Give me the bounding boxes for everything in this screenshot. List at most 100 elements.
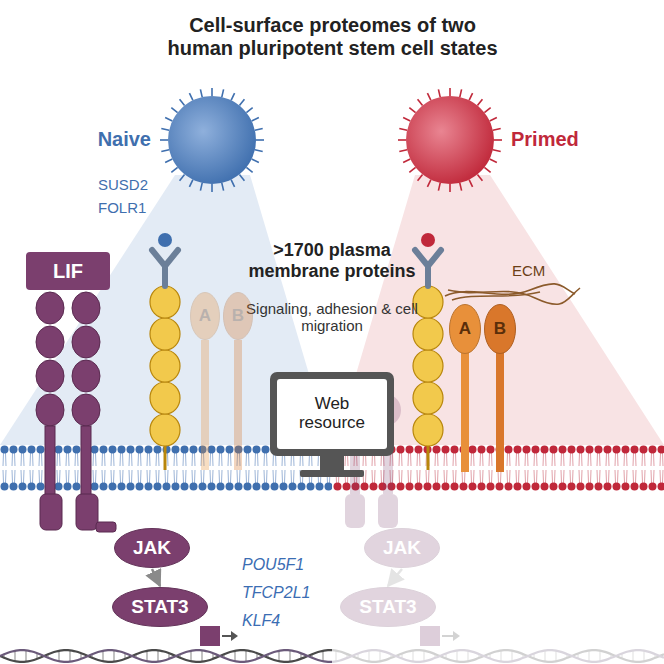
faded-integrin: B — [223, 292, 253, 340]
dna-rung — [456, 650, 457, 661]
primed-cell: Primed — [405, 95, 495, 185]
cell-spike — [449, 184, 451, 192]
cell-spike — [484, 108, 490, 113]
cell-spike — [252, 117, 259, 120]
dna-rung — [412, 650, 413, 661]
cell-body — [406, 96, 494, 184]
box-fill — [26, 252, 110, 290]
dna-strand — [0, 650, 332, 662]
dna-rung — [69, 650, 70, 662]
dna-rung — [14, 651, 15, 662]
cell-spike — [493, 150, 501, 152]
monitor-screen-area — [277, 379, 387, 449]
lif-receptor — [36, 292, 116, 532]
naive-cell-outline — [167, 95, 257, 185]
node-label: STAT3 — [131, 597, 188, 618]
cell-spike — [477, 174, 482, 180]
dna-rung — [146, 651, 147, 662]
cell-spikes — [160, 88, 502, 192]
cell-spike — [399, 128, 407, 130]
dna-rung — [632, 650, 633, 661]
signal-arrow — [388, 569, 402, 586]
cell-spike — [255, 150, 263, 152]
dna-rung — [58, 651, 59, 662]
cell-state-label: Primed — [511, 128, 579, 150]
cell-spike — [189, 93, 192, 100]
cell-spike — [477, 99, 482, 105]
cell-spike — [211, 88, 213, 96]
subtitle-label: Signaling, adhesion & cell migration — [227, 300, 437, 335]
node-label: B — [494, 320, 506, 339]
cell-state-label: Naive — [98, 128, 151, 150]
faded-adhesion-stalks — [201, 340, 242, 470]
cell-spike — [255, 128, 263, 130]
cell-spike — [403, 159, 410, 162]
monitor-frame — [270, 372, 394, 456]
headline-label: >1700 plasma membrane proteins — [232, 240, 432, 281]
adhesion-stalks — [461, 352, 504, 472]
gene-label: TFCP2L1 — [242, 584, 332, 602]
cell-spike — [490, 159, 497, 162]
cell-spike — [165, 159, 172, 162]
title: Cell-surface proteomes of two human plur… — [160, 14, 505, 60]
naive-cell: Naive — [167, 95, 257, 185]
cell-spike — [239, 174, 244, 180]
cell-spike — [252, 159, 259, 162]
dna-rung — [289, 650, 290, 661]
cell-spike — [438, 89, 440, 97]
cell-spike — [180, 99, 185, 105]
cell-spike — [460, 183, 462, 191]
primed-surface-protein — [413, 233, 443, 470]
ellipse-fill — [191, 293, 220, 340]
cell-spike — [246, 167, 252, 172]
cell-spike — [418, 99, 423, 105]
dna-rung — [467, 651, 468, 662]
ellipse-fill — [115, 529, 190, 568]
cell-spike — [484, 167, 490, 172]
cell-spike — [222, 183, 224, 191]
dna-rung — [278, 651, 279, 662]
cell-spike — [418, 174, 423, 180]
cell-spike — [494, 139, 502, 141]
cell-spike — [200, 183, 202, 191]
dna-rung — [423, 651, 424, 662]
cell-spike — [161, 128, 169, 130]
dna-helix — [0, 650, 664, 662]
ellipse-fill — [365, 529, 440, 568]
dna-rung — [555, 651, 556, 662]
faded-kinase-ellipse: JAK — [364, 528, 440, 568]
cell-spike — [490, 117, 497, 120]
stat3-dimer — [200, 626, 220, 646]
cell-spike — [165, 117, 172, 120]
marker-label: FOLR1 — [98, 199, 158, 216]
dna-backbone — [332, 650, 664, 662]
cell-spike — [409, 167, 415, 172]
dna-rung — [322, 651, 323, 662]
cell-spike — [409, 108, 415, 113]
cell-spike — [469, 93, 472, 100]
marker-label: SUSD2 — [98, 176, 158, 193]
dna-rung — [368, 650, 369, 661]
monitor-screen: Web resource — [270, 372, 394, 456]
cell-spike — [231, 93, 234, 100]
dna-rung — [25, 650, 26, 662]
cell-body — [168, 96, 256, 184]
node-label: A — [459, 320, 471, 339]
cell-spike — [403, 117, 410, 120]
cell-spike — [171, 108, 177, 113]
gene-label: KLF4 — [242, 612, 332, 630]
kinase-ellipse: JAK — [114, 528, 190, 568]
cell-spike — [427, 180, 430, 187]
cell-spike — [180, 174, 185, 180]
cell-spike — [231, 180, 234, 187]
gene-label: POU5F1 — [242, 556, 332, 574]
dna-rung — [335, 651, 336, 662]
ligand-box: LIF — [26, 252, 110, 290]
node-label: Web resource — [287, 395, 377, 432]
cell-spike — [189, 180, 192, 187]
transcription-arrowhead — [231, 631, 238, 641]
dna-rung — [157, 650, 158, 661]
cell-spike — [200, 89, 202, 97]
cell-spike — [161, 150, 169, 152]
dna-rung — [102, 651, 103, 662]
